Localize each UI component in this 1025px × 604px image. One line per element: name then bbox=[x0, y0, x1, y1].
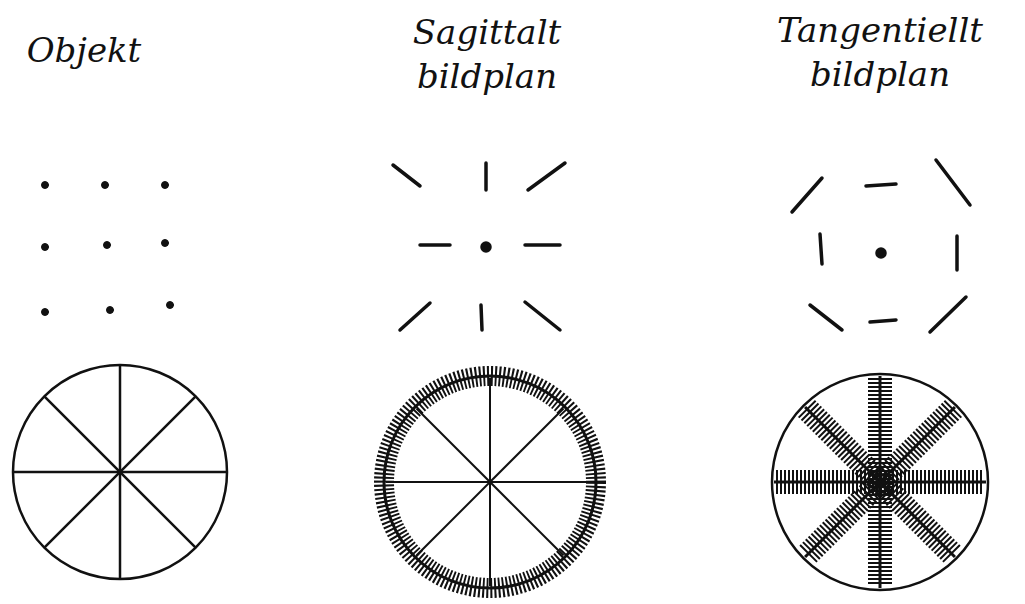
tangential-stroke bbox=[866, 184, 896, 186]
tangential-stroke bbox=[936, 160, 970, 205]
object-points bbox=[42, 182, 174, 316]
radial-stroke bbox=[525, 302, 560, 330]
tangential-stroke bbox=[820, 234, 822, 264]
radial-stroke bbox=[525, 243, 560, 247]
spoke bbox=[44, 396, 195, 547]
tangential-stroke bbox=[930, 297, 966, 332]
radial-stroke bbox=[481, 305, 482, 330]
point bbox=[877, 249, 885, 257]
tangential-stroke bbox=[810, 305, 842, 330]
spokes bbox=[13, 365, 227, 579]
point bbox=[162, 240, 169, 247]
point bbox=[42, 182, 49, 189]
point bbox=[107, 307, 114, 314]
point bbox=[42, 244, 49, 251]
blurred-spoke bbox=[806, 408, 953, 555]
point bbox=[42, 309, 49, 316]
wheel-rim bbox=[772, 374, 988, 590]
point bbox=[162, 182, 169, 189]
column-heading: Sagittalt bildplan bbox=[387, 10, 587, 98]
radial-stroke bbox=[400, 303, 430, 330]
blurred-spokes bbox=[774, 376, 986, 588]
tangential-points bbox=[792, 160, 970, 332]
tangential-wheel bbox=[772, 374, 988, 590]
tangential-stroke bbox=[792, 178, 822, 212]
sagittal-points bbox=[393, 163, 565, 330]
tangential-stroke bbox=[955, 236, 959, 270]
tangential-stroke bbox=[870, 320, 896, 322]
point bbox=[167, 302, 174, 309]
object-wheel bbox=[13, 365, 227, 579]
radial-stroke bbox=[484, 163, 488, 190]
spoke bbox=[416, 408, 563, 555]
column-heading: Objekt bbox=[4, 28, 164, 72]
point bbox=[104, 242, 111, 249]
wheel-rim bbox=[13, 365, 227, 579]
radial-stroke bbox=[420, 243, 450, 247]
radial-stroke bbox=[393, 165, 420, 186]
blurred-rim-core bbox=[384, 376, 596, 588]
point bbox=[482, 243, 490, 251]
point bbox=[102, 182, 109, 189]
column-heading: Tangentiellt bildplan bbox=[755, 8, 1005, 96]
blurred-rim bbox=[384, 376, 596, 588]
radial-stroke bbox=[528, 163, 565, 190]
sagittal-wheel bbox=[384, 376, 596, 588]
